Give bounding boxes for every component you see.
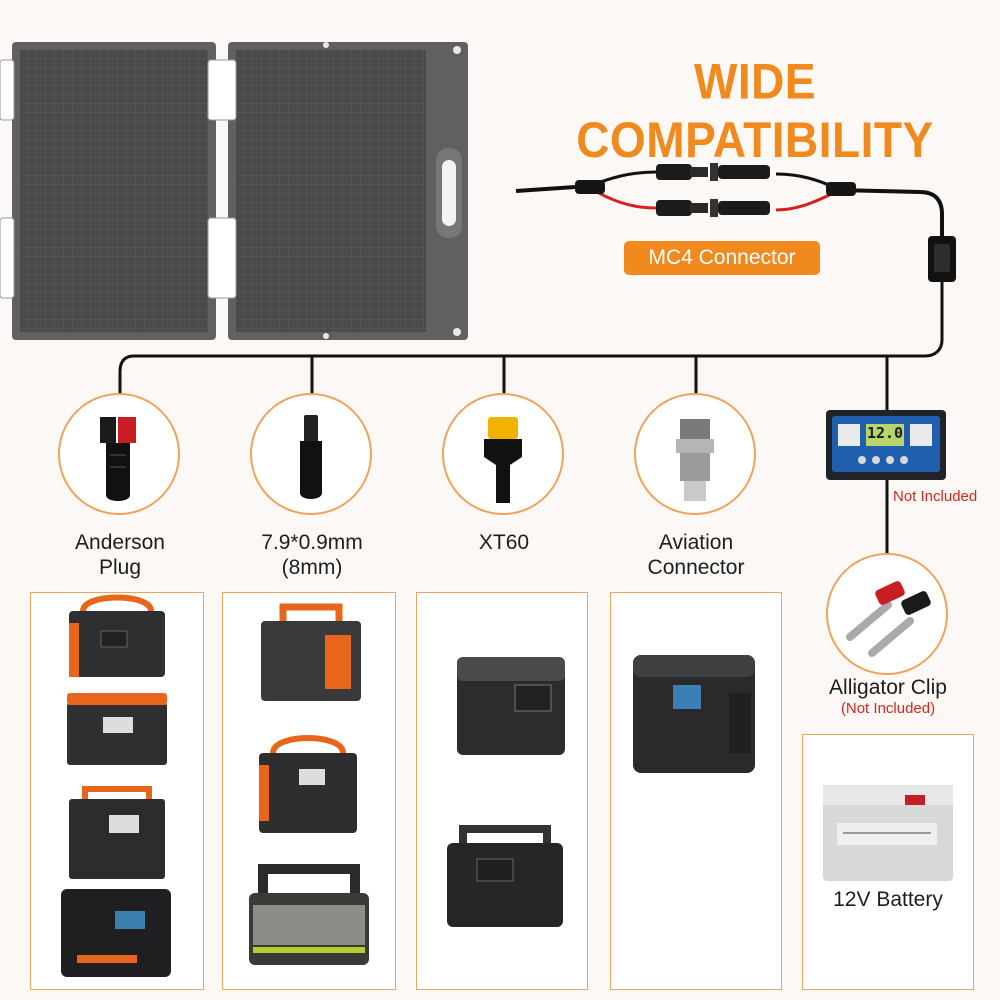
- solar-panel: [0, 42, 468, 340]
- splitter-junction: [575, 180, 605, 194]
- aviation-compatible-devices: [610, 592, 782, 990]
- power-station-product: [69, 786, 165, 879]
- alligator-clip-label: Alligator Clip (Not Included): [808, 675, 968, 718]
- aviation-plug-icon: [634, 393, 756, 515]
- label-line-2: Connector: [647, 556, 745, 579]
- xt60-compatible-devices: [416, 592, 588, 990]
- controller-display-readout: 12.0: [866, 424, 904, 442]
- output-cable: [835, 188, 944, 240]
- xt60-plug-icon: [442, 393, 564, 515]
- power-station-product: [633, 655, 755, 773]
- power-station-product: [61, 889, 171, 977]
- power-station-product: [249, 864, 369, 965]
- power-station-product: [447, 825, 563, 927]
- splitter-junction: [826, 182, 856, 196]
- dc-barrel-plug-icon: [250, 393, 372, 515]
- power-station-product: [67, 693, 167, 765]
- anderson-plug-icon: [58, 393, 180, 515]
- label-line-1: Aviation: [658, 531, 734, 554]
- label-line-2: Plug: [98, 556, 142, 579]
- label-line-1: XT60: [478, 531, 530, 554]
- mc4-male-black: [656, 164, 708, 180]
- mc4-connector-pair: [656, 163, 770, 217]
- battery-image: [823, 785, 953, 881]
- connector-label-xt60: XT60: [424, 530, 584, 555]
- connector-label-barrel: 7.9*0.9mm (8mm): [232, 530, 392, 580]
- bus-feed: [118, 280, 944, 395]
- connector-label-aviation: Aviation Connector: [616, 530, 776, 580]
- alligator-label: Alligator Clip: [829, 676, 947, 699]
- anderson-compatible-devices: [30, 592, 204, 990]
- battery-label: 12V Battery: [833, 888, 943, 911]
- cable-connector-hub: [928, 236, 956, 282]
- mc4-connector-badge: MC4 Connector: [624, 241, 820, 275]
- mc4-female-black: [710, 163, 770, 181]
- label-line-1: 7.9*0.9mm: [261, 531, 363, 554]
- barrel-compatible-devices: [222, 592, 396, 990]
- alligator-not-included-note: (Not Included): [840, 700, 936, 717]
- controller-not-included-note: Not Included: [893, 488, 978, 505]
- power-station-product: [259, 735, 357, 833]
- power-station-product: [457, 657, 565, 755]
- label-line-1: Anderson: [75, 531, 165, 554]
- alligator-clip-icon: [826, 553, 948, 675]
- connector-label-anderson: Anderson Plug: [40, 530, 200, 580]
- battery-box: 12V Battery: [802, 734, 974, 990]
- page-title: WIDE COMPATIBILITY: [576, 53, 934, 168]
- power-station-product: [261, 603, 361, 701]
- mc4-female-red: [710, 199, 770, 217]
- solar-charge-controller: [826, 410, 946, 480]
- label-line-2: (8mm): [281, 556, 343, 579]
- mc4-male-red: [656, 200, 708, 216]
- power-station-product: [69, 594, 165, 677]
